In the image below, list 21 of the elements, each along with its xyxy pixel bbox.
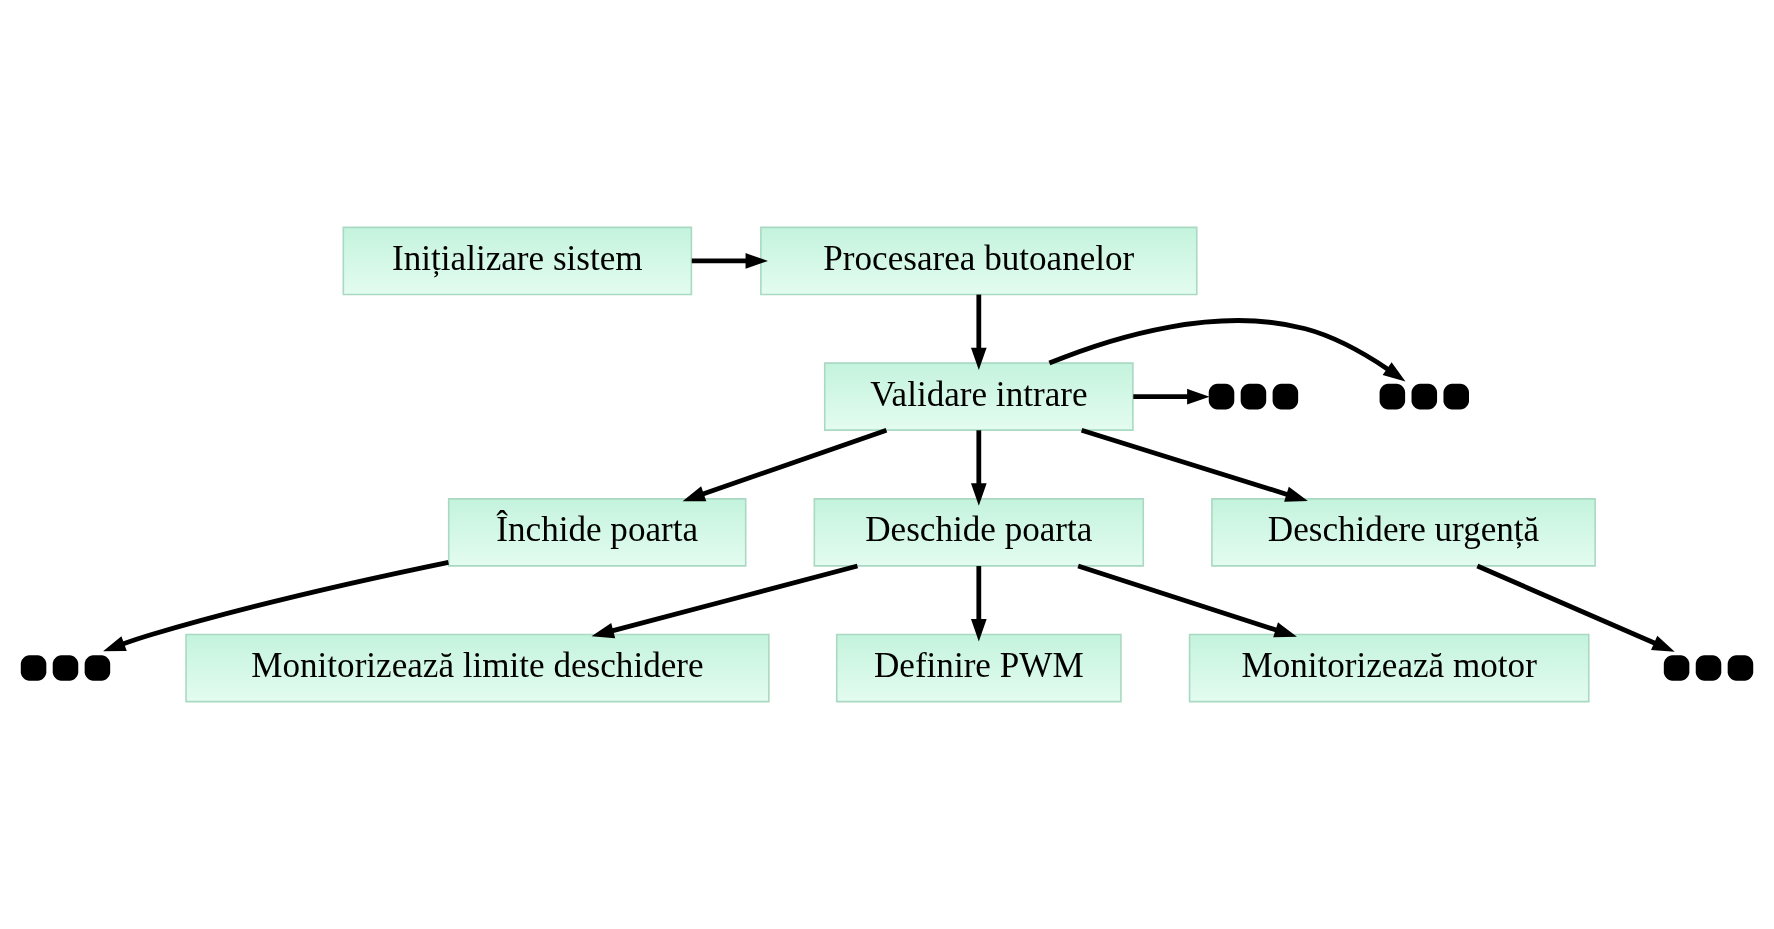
arrow (970, 430, 987, 506)
node-box: Definire PWM (835, 633, 1122, 703)
arrow (1080, 428, 1308, 502)
arrow (970, 566, 987, 642)
node-box: Deschidere urgență (1211, 498, 1596, 567)
arrow (1133, 388, 1210, 405)
arrow (1476, 563, 1675, 652)
arrow (103, 560, 449, 652)
arrow (682, 428, 888, 502)
node-box: Monitorizează motor (1188, 633, 1590, 703)
arrow (1077, 563, 1297, 638)
node-box: Inițializare sistem (342, 226, 693, 296)
node-box: Închide poarta (447, 498, 747, 567)
node-box: Deschide poarta (813, 498, 1145, 567)
arrow (970, 294, 987, 371)
node-box: Monitorizează limite deschidere (185, 633, 770, 703)
arrow (1048, 318, 1406, 382)
arrow (591, 563, 859, 639)
arrow (691, 253, 768, 269)
node-box: Procesarea butoanelor (760, 226, 1198, 296)
node-box: Validare intrare (823, 362, 1134, 431)
